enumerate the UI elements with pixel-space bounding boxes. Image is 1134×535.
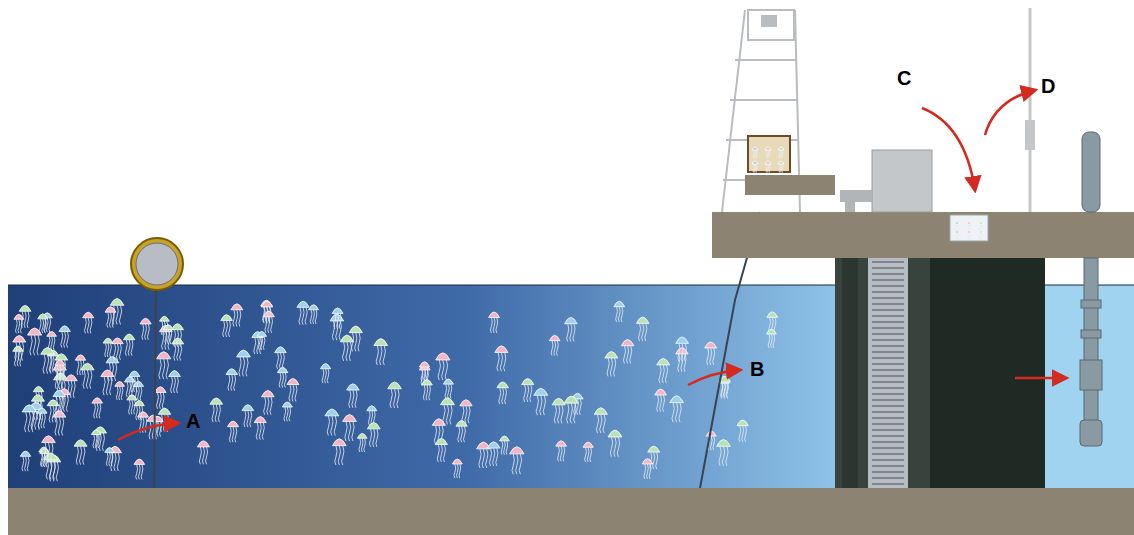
catch-box (748, 136, 790, 172)
catch-box-jellyfish (752, 147, 784, 173)
callout-letter: D (1041, 76, 1055, 96)
jellyfish (13, 298, 778, 481)
seabed (8, 488, 1134, 535)
deck-catch (950, 215, 988, 241)
antenna (1029, 8, 1032, 212)
machine (872, 150, 932, 212)
callout-letter: C (897, 68, 911, 88)
buoy (131, 238, 183, 290)
pointer-arrows (118, 90, 1066, 440)
pump (1080, 132, 1102, 446)
deck (712, 212, 1134, 258)
callout-letter: B (750, 359, 764, 379)
intake-structure (835, 258, 1045, 488)
sea (8, 285, 838, 490)
callout-letter: A (186, 411, 200, 431)
screen-column (868, 258, 908, 488)
